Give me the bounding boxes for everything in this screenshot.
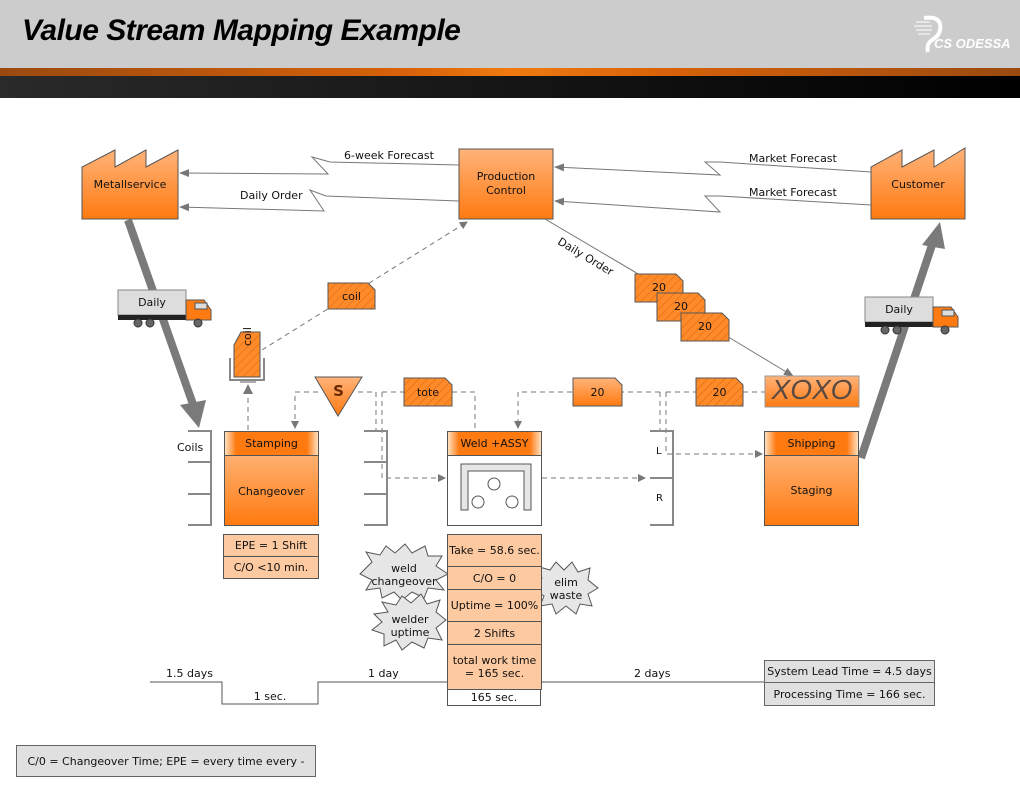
coils-inventory-label: Coils xyxy=(177,441,204,454)
market-forecast-label-1: Market Forecast xyxy=(749,152,837,165)
changeover-burst-label: Changeover xyxy=(238,485,305,498)
coil-kanban-label: coil xyxy=(342,290,361,303)
supermarket-coils xyxy=(188,430,212,526)
weld-changeover-burst-label: weld changeover xyxy=(371,562,437,588)
info-flow-market-forecast-2 xyxy=(554,195,872,213)
withdrawal-kanban-20 xyxy=(695,377,744,407)
tote-kanban-label: tote xyxy=(416,386,440,399)
batch-kanban-label-1: 20 xyxy=(652,281,666,294)
page-title: Value Stream Mapping Example xyxy=(22,14,461,47)
weld-process-body[interactable] xyxy=(447,455,542,526)
supplier-label: Metallservice xyxy=(93,178,167,191)
batch-kanban-label-2: 20 xyxy=(674,300,688,313)
stamping-process-header[interactable]: Stamping xyxy=(224,431,319,455)
welder-uptime-burst xyxy=(370,593,447,651)
inbound-truck-label: Daily xyxy=(138,296,166,309)
market-forecast-label-2: Market Forecast xyxy=(749,186,837,199)
orange-divider xyxy=(0,68,1020,76)
coil-kanban-card xyxy=(327,282,376,310)
weld-cell-icon xyxy=(460,463,532,511)
header-bar: Value Stream Mapping Example CS ODESSA xyxy=(0,0,1020,68)
timeline-wait-3: 2 days xyxy=(634,667,671,680)
supermarket-stamped xyxy=(364,430,388,526)
weld-process-name: Weld +ASSY xyxy=(460,437,529,450)
weld-data-work-time: total work time = 165 sec. xyxy=(447,644,542,690)
signal-kanban-label: S xyxy=(333,382,344,400)
logo-swirl-icon xyxy=(914,15,943,53)
legend-box: C/0 = Changeover Time; EPE = every time … xyxy=(16,745,316,777)
timeline-wait-2: 1 day xyxy=(368,667,399,680)
production-control-label-2: Control xyxy=(486,184,526,197)
shipping-process-body[interactable]: Staging xyxy=(764,455,859,526)
inbound-truck-icon xyxy=(117,289,212,328)
signal-kanban-triangle xyxy=(314,376,363,417)
withdrawal-post xyxy=(229,358,265,381)
elim-waste-burst xyxy=(533,561,599,615)
info-flow-market-forecast-1 xyxy=(554,161,872,176)
batch-kanban-label-3: 20 xyxy=(698,320,712,333)
stamping-process-body[interactable] xyxy=(224,455,319,526)
stamping-process-name: Stamping xyxy=(245,437,298,450)
production-control-shape xyxy=(458,148,554,220)
timeline-wait-1: 1.5 days xyxy=(166,667,213,680)
tote-kanban-card xyxy=(403,377,453,407)
six-week-forecast-label: 6-week Forecast xyxy=(344,149,434,162)
shipping-process-name: Shipping xyxy=(787,437,836,450)
outbound-shipment-arrow xyxy=(857,243,936,460)
outbound-truck-label: Daily xyxy=(885,303,913,316)
weld-data-uptime: Uptime = 100% xyxy=(447,589,542,622)
customer-factory-shape xyxy=(870,147,966,220)
weld-data-shifts: 2 Shifts xyxy=(447,621,542,645)
tote-line xyxy=(452,391,476,430)
load-leveling-box xyxy=(764,375,860,408)
stamping-data-co: C/O <10 min. xyxy=(223,556,319,579)
system-lead-time-box: System Lead Time = 4.5 days xyxy=(764,660,935,683)
weld-changeover-burst xyxy=(359,543,449,601)
supermarket-signal-line xyxy=(291,391,318,429)
batch-kanban-3 xyxy=(680,312,730,342)
production-kanban-20 xyxy=(572,377,623,407)
welder-uptime-burst-label: welder uptime xyxy=(390,613,430,639)
info-flow-6week xyxy=(179,156,460,178)
supplier-factory-shape xyxy=(81,149,179,220)
supermarket-lr xyxy=(650,430,674,526)
weld-process-header[interactable]: Weld +ASSY xyxy=(447,431,542,455)
dark-divider xyxy=(0,76,1020,98)
info-flow-daily-order-shipping xyxy=(544,218,641,276)
stamping-data-epe: EPE = 1 Shift xyxy=(223,534,319,557)
weld-data-take: Take = 58.6 sec. xyxy=(447,534,542,567)
logo-text: CS ODESSA xyxy=(934,36,1011,51)
left-inventory-label: L xyxy=(656,446,662,457)
outbound-truck-icon xyxy=(864,296,959,335)
coil-kanban-vertical xyxy=(233,331,261,378)
company-logo: CS ODESSA xyxy=(910,14,1011,54)
load-leveling-label: XOXO xyxy=(771,374,853,405)
shipping-process-header[interactable]: Shipping xyxy=(764,431,859,455)
daily-order-label: Daily Order xyxy=(240,189,303,202)
timeline-process-2: 165 sec. xyxy=(447,689,541,706)
elim-waste-burst-label: elim waste xyxy=(549,576,583,602)
production-control-label-1: Production xyxy=(476,170,536,183)
weld-data-co: C/O = 0 xyxy=(447,566,542,590)
staging-label: Staging xyxy=(790,484,833,497)
customer-label: Customer xyxy=(891,178,945,191)
withdrawal-kanban-label: 20 xyxy=(712,386,727,399)
timeline-process-1: 1 sec. xyxy=(253,690,287,703)
production-kanban-label: 20 xyxy=(590,386,605,399)
coil-withdrawal-label: coil xyxy=(241,327,254,346)
timeline xyxy=(150,681,764,705)
right-inventory-label: R xyxy=(656,493,663,504)
info-flow-daily-order xyxy=(179,188,460,212)
processing-time-box: Processing Time = 166 sec. xyxy=(764,682,935,706)
